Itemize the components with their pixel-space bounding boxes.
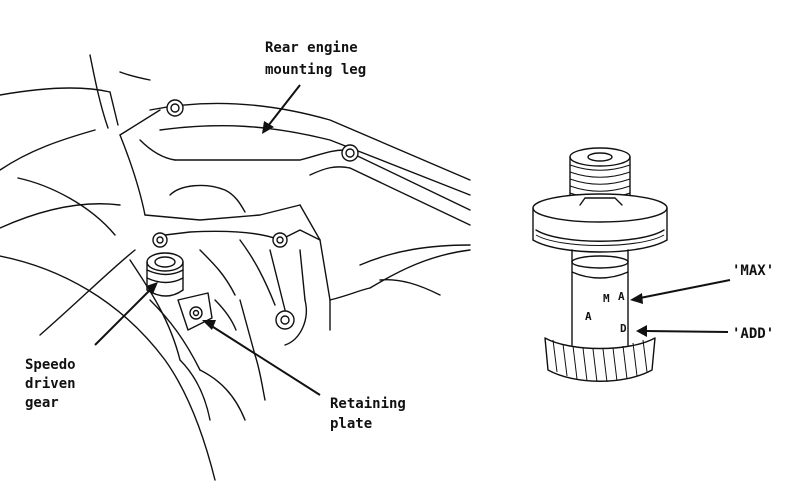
gear-marking-mid: A xyxy=(618,290,625,303)
label-retaining-line2: plate xyxy=(330,416,372,432)
label-speedo-line1: Speedo xyxy=(25,357,76,373)
engine-housing-illustration xyxy=(0,54,471,481)
label-rear-engine-line1: Rear engine xyxy=(265,40,358,56)
gear-marking-left2: D xyxy=(620,322,627,335)
speedo-gear-detail xyxy=(532,147,668,383)
speedo-driven-gear-housing xyxy=(146,252,184,297)
leader-arrows xyxy=(94,84,731,396)
gear-marking-upper: M xyxy=(603,292,610,305)
gear-marking-left: A xyxy=(585,310,592,323)
label-speedo-line3: gear xyxy=(25,395,59,411)
label-add: 'ADD' xyxy=(732,326,774,342)
label-max: 'MAX' xyxy=(732,263,774,279)
label-rear-engine-line2: mounting leg xyxy=(265,62,366,78)
label-retaining-line1: Retaining xyxy=(330,396,406,412)
label-speedo-line2: driven xyxy=(25,376,76,392)
